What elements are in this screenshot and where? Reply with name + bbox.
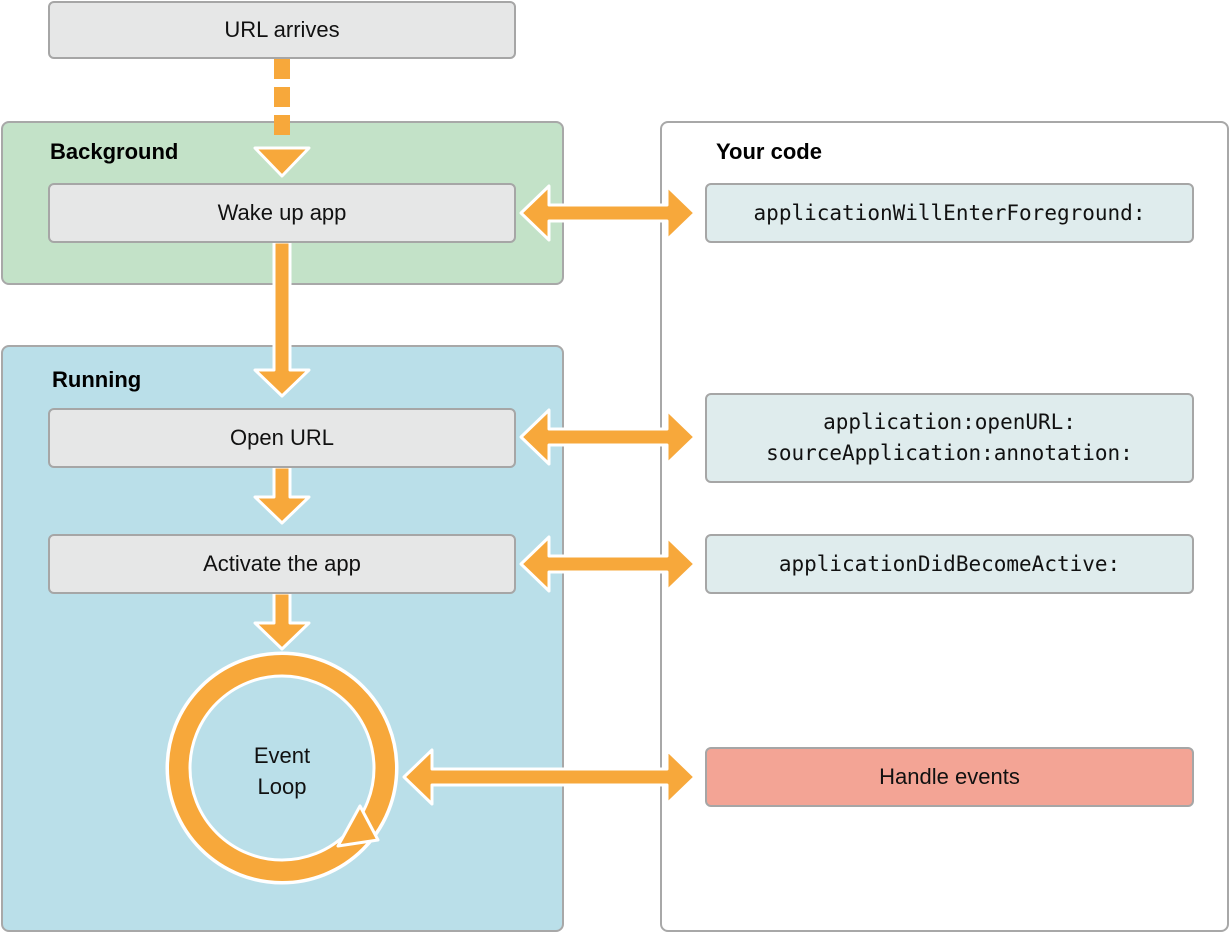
activate-app-box: Activate the app bbox=[48, 534, 516, 594]
dashed-arrow-segment bbox=[274, 115, 290, 135]
your-code-title: Your code bbox=[716, 139, 822, 164]
open-url-box: Open URL bbox=[48, 408, 516, 468]
double-arrow-handle-events bbox=[402, 748, 697, 806]
url-arrives-box: URL arrives bbox=[48, 1, 516, 59]
dashed-arrow-segment bbox=[274, 59, 290, 79]
will-enter-foreground-box: applicationWillEnterForeground: bbox=[705, 183, 1194, 243]
open-url-handler-line2: sourceApplication:annotation: bbox=[766, 441, 1133, 465]
open-url-handler-line1: application:openURL: bbox=[823, 410, 1076, 434]
open-url-handler-box: application:openURL: sourceApplication:a… bbox=[705, 393, 1194, 483]
event-loop-label-line2: Loop bbox=[257, 774, 307, 799]
event-loop-label: Event Loop bbox=[212, 740, 352, 802]
double-arrow-activate bbox=[519, 535, 697, 593]
wake-up-app-box: Wake up app bbox=[48, 183, 516, 243]
running-title: Running bbox=[52, 367, 142, 392]
arrow-down-head bbox=[253, 146, 311, 178]
arrow-down-wake-to-open bbox=[253, 240, 311, 398]
event-loop-ring bbox=[165, 651, 399, 885]
arrow-down-open-to-activate bbox=[253, 465, 311, 525]
background-title: Background bbox=[50, 139, 179, 164]
dashed-arrow-segment bbox=[274, 87, 290, 107]
handle-events-box: Handle events bbox=[705, 747, 1194, 807]
event-loop-label-line1: Event bbox=[253, 743, 311, 768]
arrow-down-activate-to-loop bbox=[253, 591, 311, 651]
did-become-active-box: applicationDidBecomeActive: bbox=[705, 534, 1194, 594]
double-arrow-wake bbox=[519, 184, 697, 242]
double-arrow-open-url bbox=[519, 408, 697, 466]
event-loop-arrowhead bbox=[336, 804, 380, 848]
